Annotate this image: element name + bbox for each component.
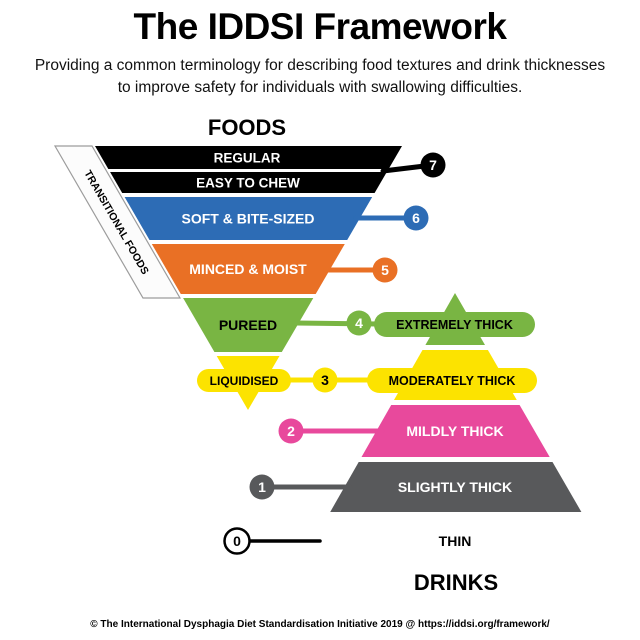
food-band-minced-moist [151,244,345,294]
drink-pill-extremely-thick [374,312,535,337]
food-label-minced-moist: MINCED & MOIST [189,261,307,277]
drink-band-thin [300,517,612,565]
transitional-foods-strip [53,145,182,299]
drink-band-slightly-thick [330,462,582,512]
page-subtitle: Providing a common terminology for descr… [34,57,606,96]
drink-label-extremely-thick: EXTREMELY THICK [396,318,513,332]
level-5-badge-number: 5 [381,262,389,278]
food-band-pureed [183,298,314,352]
drink-label-slightly-thick: SLIGHTLY THICK [398,479,512,495]
food-label-pureed: PUREED [219,317,277,333]
level-7-badge [420,152,446,178]
level-6-badge-number: 6 [412,210,420,226]
header: The IDDSI Framework Providing a common t… [0,6,640,98]
food-pill-liquidised [197,369,291,392]
level-4-badge-number: 4 [355,315,363,331]
food-band-soft-bite-sized [124,197,373,240]
footer-attribution: © The International Dysphagia Diet Stand… [90,619,550,630]
level-1-badge-number: 1 [258,479,266,495]
food-label-soft-bite-sized: SOFT & BITE-SIZED [182,211,315,227]
food-band-easy-to-chew [110,172,387,193]
level-5-badge [372,257,398,283]
level-4-badge [346,310,372,336]
food-label-liquidised: LIQUIDISED [210,374,279,388]
level-2-badge [278,418,304,444]
level-0-badge [223,527,251,555]
level-7-badge-number: 7 [429,157,437,173]
level-3-badge-number: 3 [321,372,329,388]
foods-heading: FOODS [208,115,286,140]
drink-label-moderately-thick: MODERATELY THICK [389,374,516,388]
level-6-badge [403,205,429,231]
food-band-regular [95,146,402,169]
drinks-heading: DRINKS [414,570,498,595]
level-2-badge-number: 2 [287,423,295,439]
food-label-regular: REGULAR [214,151,281,166]
drink-band-mildly-thick [361,405,550,457]
drink-label-thin: THIN [439,533,472,549]
level-3-badge [312,367,338,393]
page-title: The IDDSI Framework [133,6,507,47]
iddsi-framework-diagram: FOODS TRANSITIONAL FOODS REGULAR EASY TO… [53,115,612,595]
level-1-badge [249,474,275,500]
level-0-badge-number: 0 [233,533,241,549]
drink-label-mildly-thick: MILDLY THICK [406,423,503,439]
food-label-easy-to-chew: EASY TO CHEW [196,176,300,191]
drink-pill-moderately-thick [367,368,537,393]
